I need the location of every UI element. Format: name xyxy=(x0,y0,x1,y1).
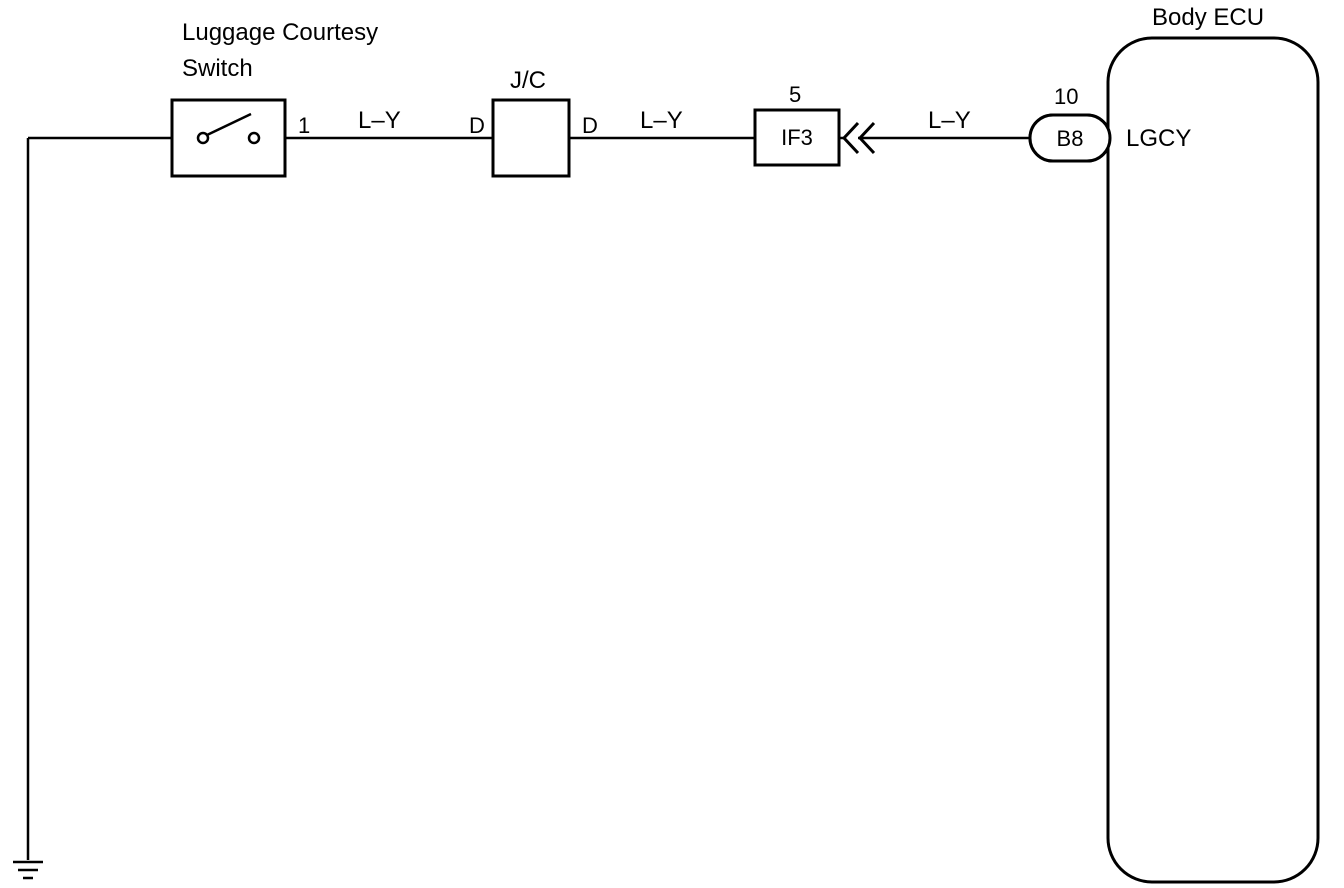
junction-pin-in: D xyxy=(469,113,485,138)
junction-pin-out: D xyxy=(582,113,598,138)
junction-title: J/C xyxy=(510,67,546,94)
connector-label: IF3 xyxy=(781,125,813,150)
ecu-title: Body ECU xyxy=(1152,4,1264,31)
wire-color-label: L–Y xyxy=(928,107,971,134)
wire-color-label: L–Y xyxy=(358,107,401,134)
switch-title-line1: Luggage Courtesy xyxy=(182,19,378,46)
junction-box xyxy=(491,98,571,178)
connector-pin-label: 5 xyxy=(789,82,801,107)
ecu-connector-label-overlay: B8 xyxy=(1057,126,1084,151)
switch-title-line2: Switch xyxy=(182,55,253,82)
switch-box xyxy=(170,98,287,178)
switch-pin-label: 1 xyxy=(298,113,310,138)
connector-box xyxy=(753,108,841,167)
wire-color-label: L–Y xyxy=(640,107,683,134)
switch-contact-icon xyxy=(196,112,261,145)
ecu-terminal-label: LGCY xyxy=(1126,125,1191,152)
ecu-connector-pin-label: 10 xyxy=(1054,84,1078,109)
ecu-box xyxy=(1106,36,1320,884)
ground-symbol-icon xyxy=(13,860,43,880)
connector-arrow-icon xyxy=(841,121,876,155)
